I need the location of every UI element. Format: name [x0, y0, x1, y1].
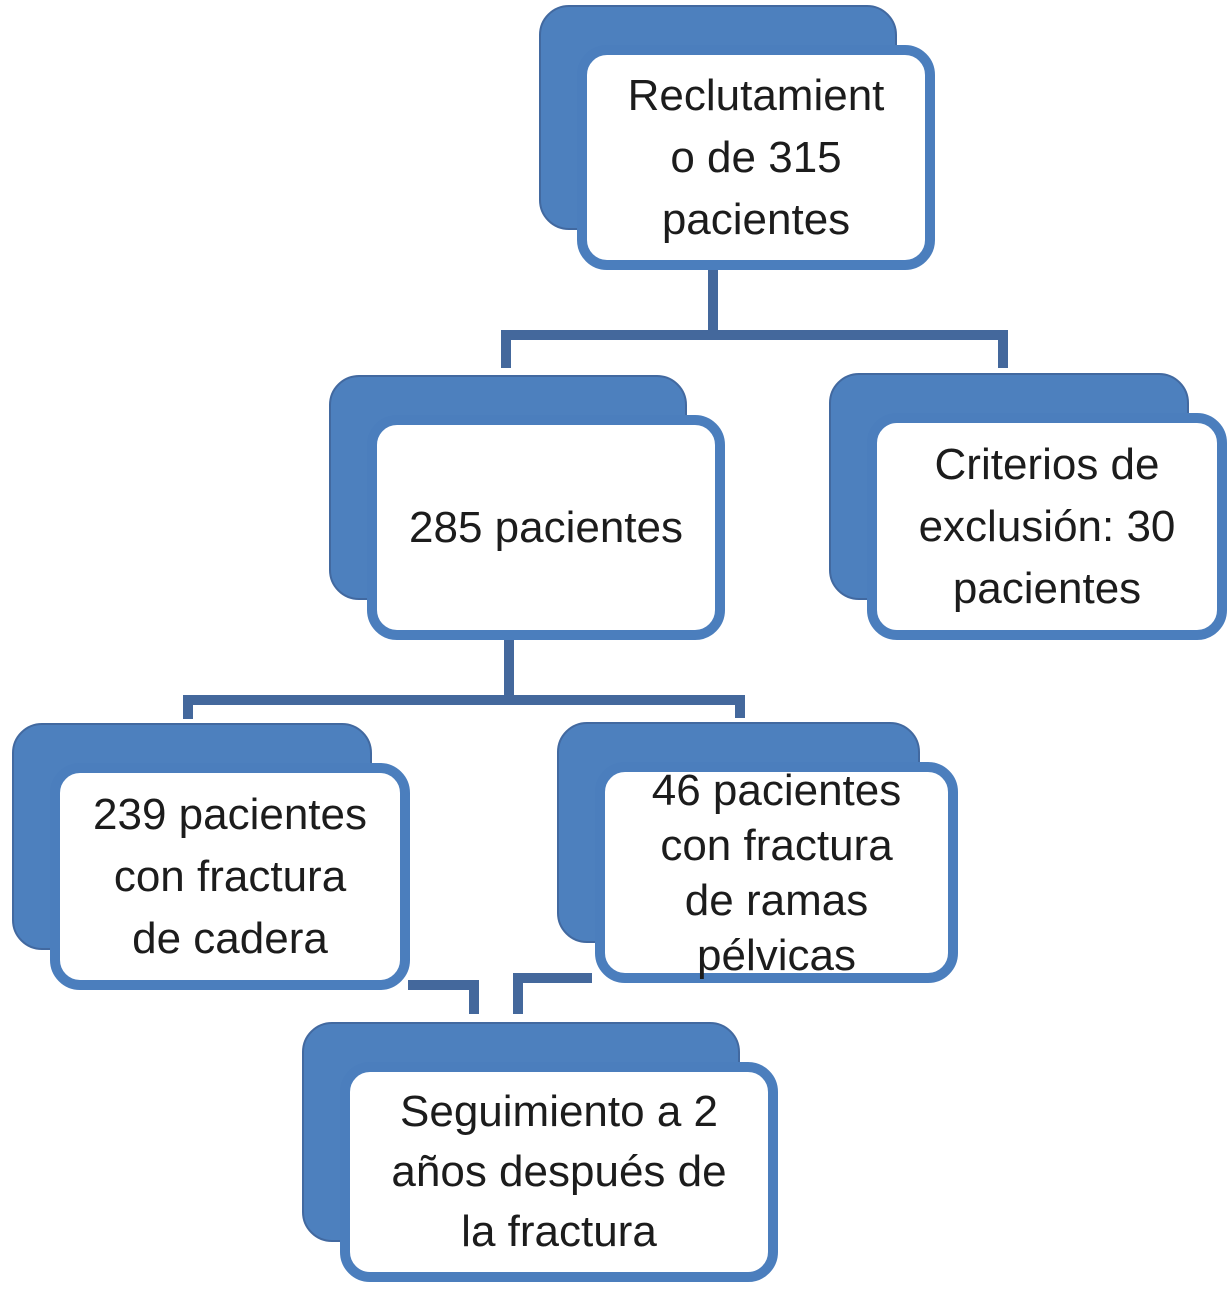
connector-hip-to-followup-horizontal: [408, 980, 479, 990]
connector-included-crossbar: [183, 695, 745, 705]
node-label-line: pacientes: [661, 194, 851, 244]
node-label-line: exclusión: 30: [918, 501, 1176, 551]
connector-recruitment-crossbar: [501, 330, 1008, 340]
node-hip-fracture-box: 239 pacientes con fractura de cadera: [50, 763, 410, 990]
connector-recruitment-riser: [708, 268, 718, 335]
node-label-line: años después de: [391, 1147, 727, 1196]
node-label-line: Seguimiento a 2: [400, 1087, 718, 1136]
node-label-line: de cadera: [132, 913, 328, 963]
connector-included-riser: [504, 638, 514, 700]
node-label-line: o de 315: [670, 132, 842, 182]
node-label-line: la fractura: [461, 1207, 657, 1256]
node-label-line: pélvicas: [697, 930, 856, 980]
connector-pelvic-to-followup-horizontal: [513, 973, 592, 983]
node-label-line: pacientes: [952, 563, 1142, 613]
node-label-line: de ramas: [684, 875, 869, 925]
node-pelvic-fracture-box: 46 pacientes con fractura de ramas pélvi…: [595, 762, 958, 983]
node-label-line: con fractura: [660, 820, 893, 870]
connector-drop-hip-fracture: [183, 695, 193, 719]
connector-drop-excluded: [998, 330, 1008, 368]
node-followup-box: Seguimiento a 2 años después de la fract…: [340, 1062, 778, 1282]
connector-hip-to-followup-drop: [469, 980, 479, 1014]
connector-pelvic-to-followup-drop: [513, 973, 523, 1014]
node-label-line: Reclutamient: [627, 70, 885, 120]
node-label-line: 285 pacientes: [409, 502, 683, 552]
connector-drop-pelvic-fracture: [735, 695, 745, 718]
node-included-box: 285 pacientes: [367, 415, 725, 640]
node-excluded-box: Criterios de exclusión: 30 pacientes: [867, 413, 1227, 640]
node-label-line: Criterios de: [934, 439, 1160, 489]
connector-drop-included: [501, 330, 511, 368]
node-label-line: con fractura: [113, 851, 347, 901]
node-label-line: 46 pacientes: [651, 765, 902, 815]
node-label-line: 239 pacientes: [93, 789, 367, 839]
node-recruitment-box: Reclutamient o de 315 pacientes: [577, 45, 935, 270]
